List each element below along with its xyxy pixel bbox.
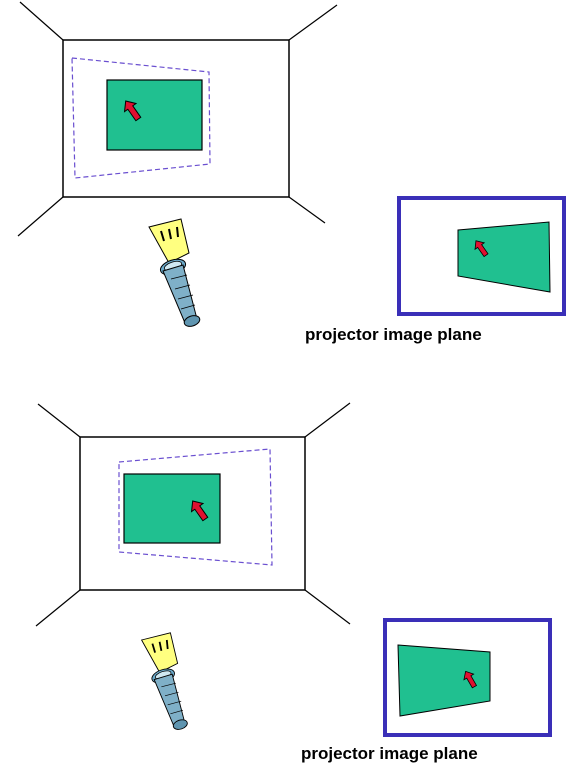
keystoned-screen bbox=[397, 644, 491, 717]
projector-frame bbox=[383, 618, 552, 737]
projector-image-plane-top bbox=[397, 196, 566, 316]
scene-top: projector image plane bbox=[17, 1, 566, 344]
plane-label: projector image plane bbox=[301, 744, 478, 763]
projector-frame bbox=[397, 196, 566, 316]
room-perspective-lines-bottom bbox=[35, 402, 351, 627]
scene-bottom: projector image plane bbox=[35, 402, 552, 763]
room-back-wall-top bbox=[62, 39, 290, 198]
projected-screen-top bbox=[106, 79, 203, 151]
projection-dashed-outline-top bbox=[71, 57, 211, 179]
projection-dashed-outline-bottom bbox=[118, 448, 273, 566]
flashlight-icon bbox=[148, 218, 203, 330]
plane-label: projector image plane bbox=[305, 325, 482, 344]
flashlight-icon bbox=[140, 631, 190, 733]
room-back-wall-bottom bbox=[79, 436, 306, 591]
projector-image-plane-bottom bbox=[383, 618, 552, 737]
room-perspective-lines-top bbox=[17, 1, 338, 237]
projected-screen-bottom bbox=[123, 473, 221, 544]
keystoned-screen bbox=[457, 221, 551, 293]
